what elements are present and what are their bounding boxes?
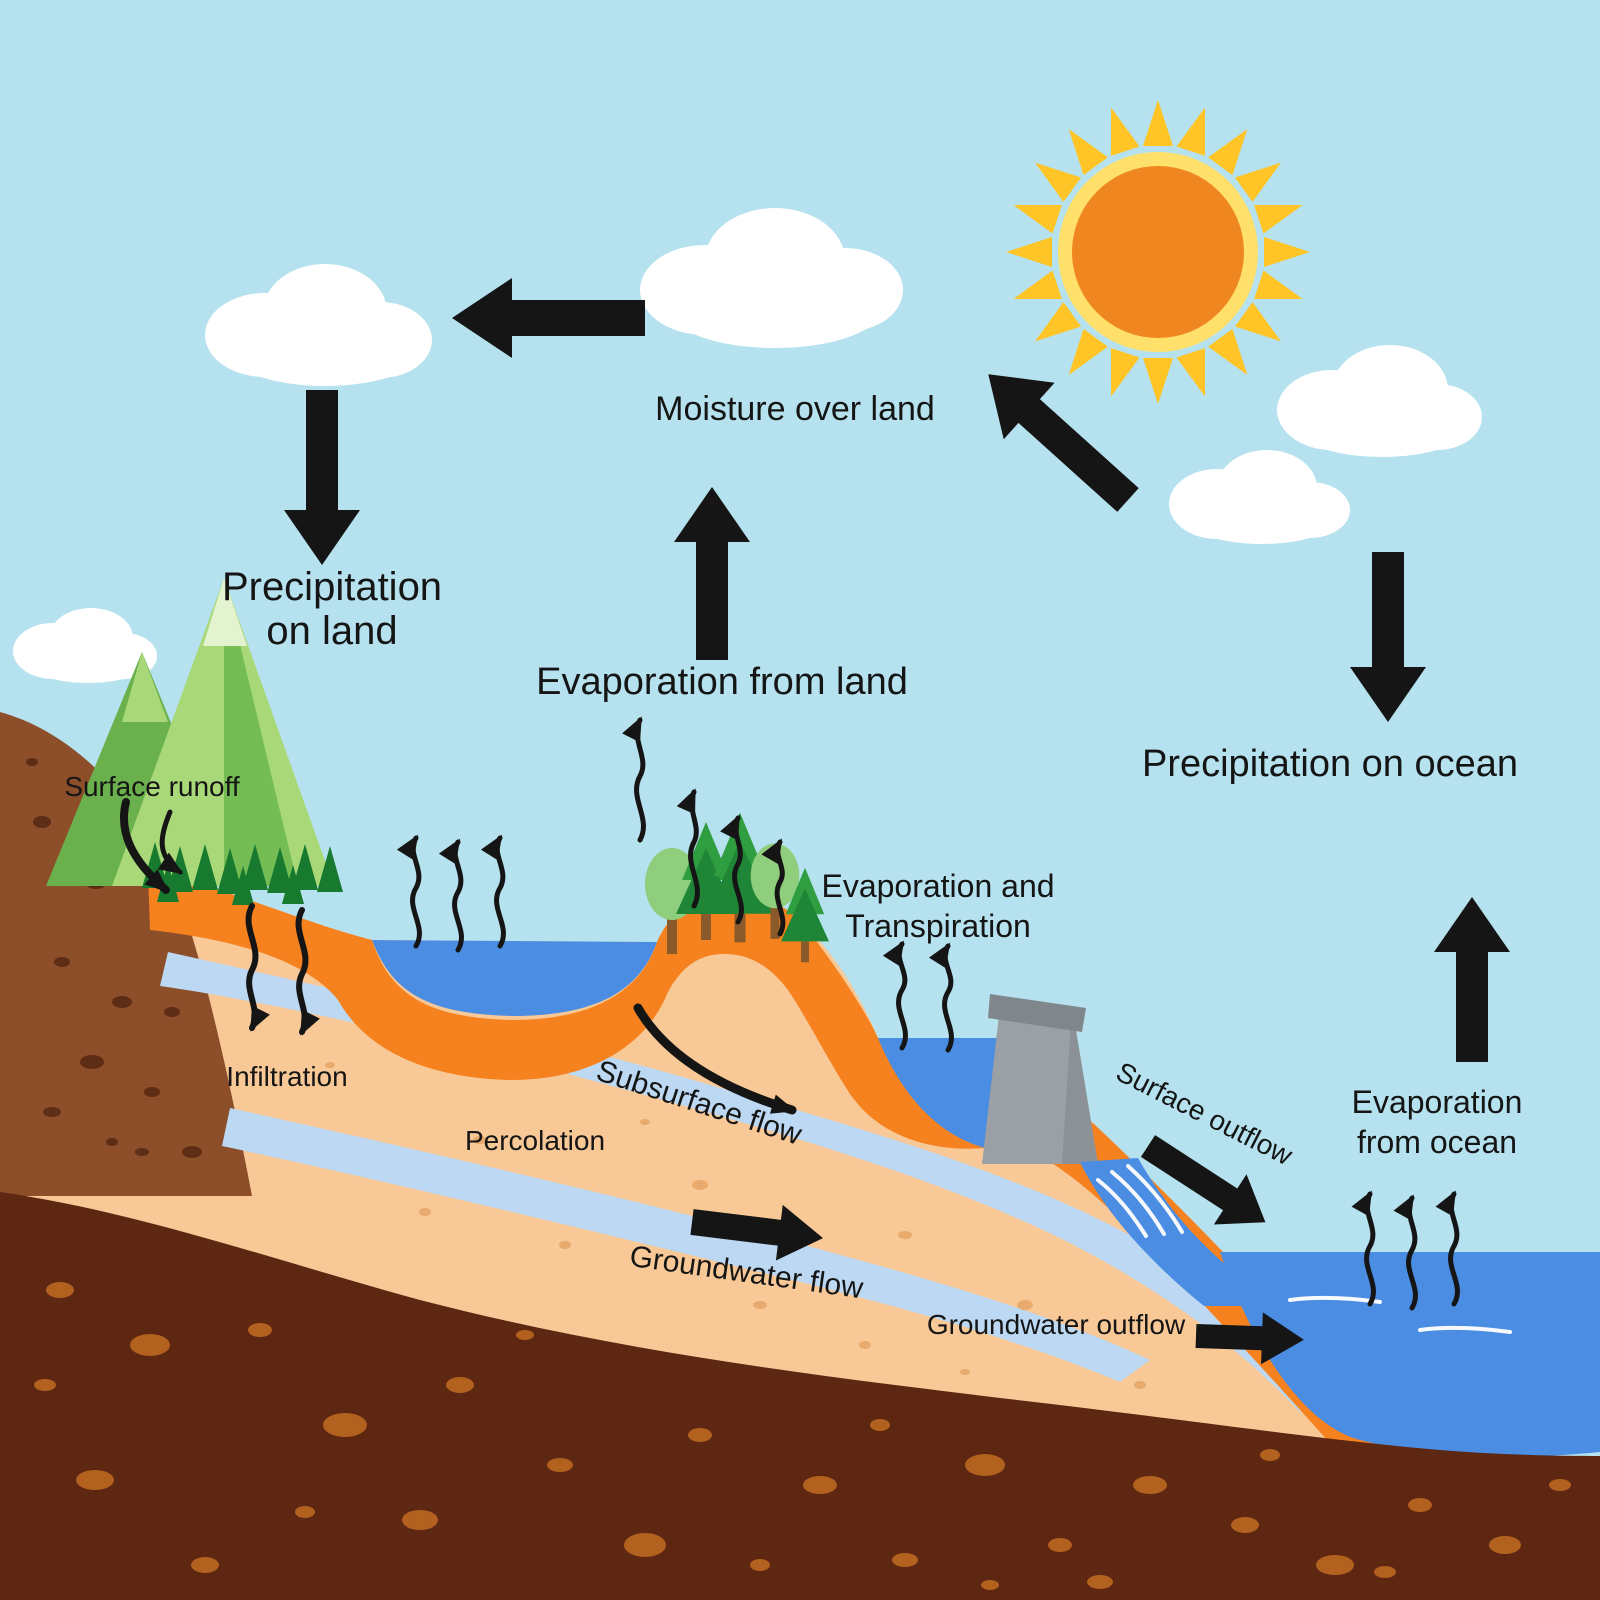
label-moisture-over-land: Moisture over land — [655, 390, 935, 428]
wavy-arrow — [480, 834, 506, 949]
arrow-surface-outflow — [1140, 1135, 1266, 1225]
cloud-right-lower-icon — [1169, 450, 1350, 544]
label-percolation: Percolation — [465, 1125, 605, 1156]
labels: Moisture over land Precipitation on land… — [64, 390, 1522, 1340]
wavy-arrow — [622, 716, 646, 843]
label-precipitation-on-land-1: Precipitation — [222, 565, 442, 609]
infiltration-arrow-1 — [245, 903, 270, 1032]
lake — [372, 940, 657, 1016]
arrow-evaporation-from-land — [674, 487, 750, 660]
wavy-arrow — [761, 838, 786, 937]
label-evaporation-transpiration-1: Evaporation and — [821, 868, 1054, 904]
wavy-arrow — [676, 788, 700, 909]
arrow-vapor-to-sun — [988, 374, 1139, 512]
dam-shade — [1062, 1006, 1098, 1164]
arrow-precipitation-on-land — [284, 390, 360, 565]
mountains — [46, 578, 334, 886]
infiltration-arrows — [245, 903, 320, 1036]
surface-runoff-arrow-1 — [119, 798, 170, 894]
label-groundwater-outflow: Groundwater outflow — [927, 1309, 1186, 1340]
wavy-arrow — [882, 940, 908, 1051]
label-infiltration: Infiltration — [226, 1061, 347, 1092]
wavy-arrow — [396, 834, 422, 949]
arrow-moisture-transport-left — [452, 278, 645, 358]
cloud-center-icon — [640, 208, 903, 348]
sun-core — [1072, 166, 1244, 338]
wavy-arrow — [720, 814, 744, 925]
mountain-small-highlight — [122, 652, 168, 722]
wavy-arrow — [1351, 1190, 1376, 1307]
infiltration-arrow-2 — [295, 907, 320, 1036]
wavy-arrow — [1393, 1194, 1418, 1311]
left-hill — [0, 712, 252, 1196]
label-evaporation-from-ocean-2: from ocean — [1357, 1124, 1517, 1160]
label-evaporation-from-land: Evaporation from land — [536, 661, 908, 703]
arrow-precipitation-on-ocean — [1350, 552, 1426, 722]
evaporation-land-arrows — [622, 716, 786, 937]
tan-layer-dots — [325, 1062, 1146, 1389]
evaporation-lake-arrows — [396, 834, 506, 953]
mountain-large-shade — [224, 578, 298, 886]
dam-cap — [988, 994, 1086, 1032]
surface-runoff-arrow-2 — [157, 809, 184, 875]
arrow-evaporation-from-ocean — [1434, 897, 1510, 1062]
ocean — [1220, 1252, 1600, 1457]
dam — [982, 994, 1098, 1164]
subsurface-flow-arrow — [633, 1003, 797, 1115]
cloud-right-upper-icon — [1277, 345, 1482, 457]
topsoil-orange-layer — [148, 872, 1472, 1530]
bedrock-layer — [0, 1192, 1600, 1600]
evaporation-ocean-arrows — [1351, 1190, 1460, 1311]
transpiration-arrows — [882, 940, 954, 1053]
aquifer-lower-band — [222, 1108, 1150, 1382]
arrow-groundwater-outflow — [1195, 1312, 1304, 1365]
cycle-arrows — [284, 278, 1510, 1365]
cloud-left-icon — [205, 264, 432, 386]
mountain-peak-highlight — [203, 578, 247, 646]
reservoir — [878, 1038, 1006, 1152]
aquifer-upper-band — [160, 952, 1340, 1412]
sun — [1006, 100, 1310, 404]
wavy-arrow — [928, 942, 954, 1053]
wavy-arrow — [1435, 1190, 1460, 1307]
label-precipitation-on-ocean: Precipitation on ocean — [1142, 743, 1518, 785]
arrow-groundwater-flow — [690, 1204, 824, 1261]
label-precipitation-on-land-2: on land — [266, 609, 397, 653]
label-surface-runoff: Surface runoff — [64, 771, 240, 802]
wavy-arrow — [438, 838, 464, 953]
label-evaporation-transpiration-2: Transpiration — [845, 908, 1031, 944]
label-evaporation-from-ocean-1: Evaporation — [1352, 1084, 1523, 1120]
surface-runoff-arrows — [119, 798, 184, 894]
bedrock-speckles — [34, 1282, 1571, 1590]
